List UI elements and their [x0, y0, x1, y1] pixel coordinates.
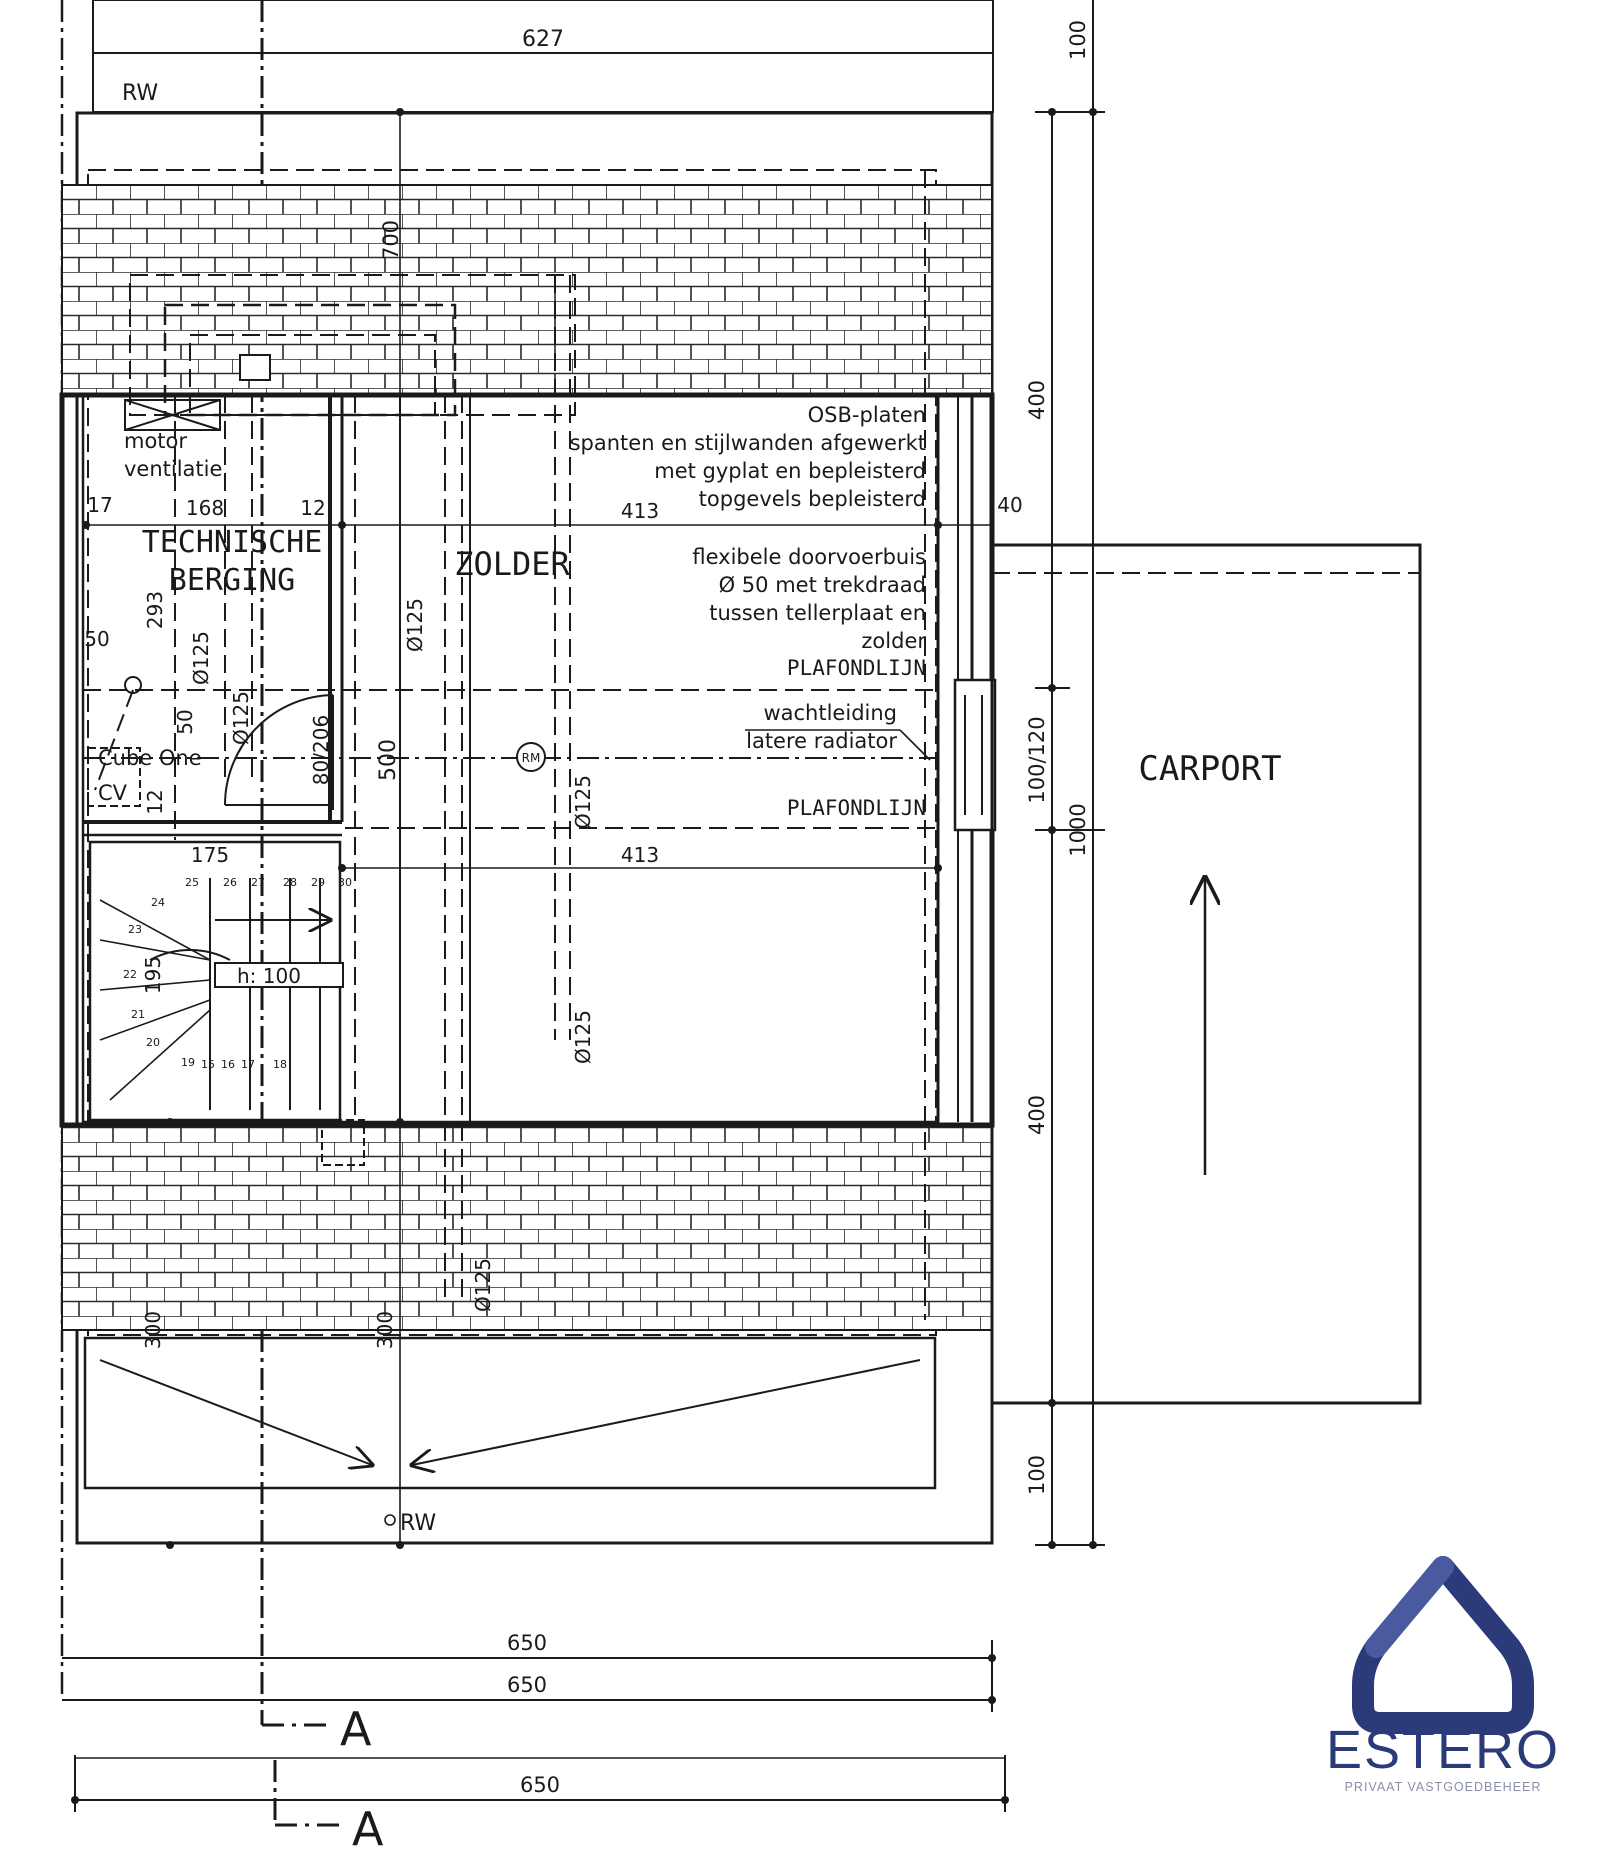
- brand-name: ESTERO: [1325, 1720, 1561, 1780]
- stair-h100-label: h: 100: [237, 964, 301, 988]
- step-29: 29: [311, 876, 325, 889]
- motor-ventilation: motor ventilatie: [124, 399, 222, 481]
- room-technische: TECHNISCHE: [142, 525, 323, 560]
- pipe-label-1: Ø125: [403, 598, 427, 652]
- dim-500: 500: [376, 739, 401, 781]
- motor-label-1: motor: [124, 429, 187, 453]
- dim-100-top: 100: [1066, 20, 1090, 60]
- dim-700: 700: [379, 220, 403, 260]
- dim-12-b: 12: [143, 789, 167, 814]
- step-21: 21: [131, 1008, 145, 1021]
- dim-293: 293: [143, 591, 167, 629]
- bottom-dimensions: 650 650 650: [62, 1631, 1009, 1812]
- step-18: 18: [273, 1058, 287, 1071]
- cube-one-unit: Cube One CV: [87, 676, 202, 807]
- top-dimension-627: 627: [92, 27, 994, 70]
- dim-40: 40: [997, 493, 1022, 517]
- bottom-eave: RW: [83, 1336, 937, 1536]
- section-label-a-2: A: [352, 1802, 384, 1856]
- roof-tiles-bottom: [61, 1124, 993, 1331]
- rain-water-top: RW: [92, 0, 994, 113]
- dim-1000: 1000: [1066, 803, 1090, 856]
- dim-400-bottom: 400: [1025, 1095, 1049, 1135]
- room-zolder: ZOLDER: [454, 545, 570, 583]
- dim-300-a: 300: [141, 1311, 165, 1349]
- dim-100-120: 100/120: [1025, 716, 1049, 803]
- shaft-dashed-outline: 700: [129, 220, 576, 417]
- dim-413-bottom: 413: [621, 843, 659, 867]
- step-23: 23: [128, 923, 142, 936]
- step-16: 16: [221, 1058, 235, 1071]
- attic-floor: [59, 108, 997, 1549]
- note-osb-1: OSB-platen: [808, 403, 926, 427]
- note-doorvoer-4: zolder: [861, 629, 926, 653]
- pipe-label-6: Ø125: [471, 1258, 495, 1312]
- estero-logo-icon: [1352, 1556, 1534, 1734]
- step-26: 26: [223, 876, 237, 889]
- note-doorvoer-1: flexibele doorvoerbuis: [692, 545, 926, 569]
- dim-650-c: 650: [520, 1773, 560, 1797]
- staircase: h: 100 15 16 17 18 19 20 21 22 23 24 25 …: [88, 840, 352, 1122]
- pipe-label-4: Ø125: [571, 775, 595, 829]
- note-osb-3: met gyplat en bepleisterd: [654, 459, 926, 483]
- room-berging: BERGING: [169, 563, 295, 598]
- shaft-box-bottom: [321, 1119, 365, 1166]
- dim-175: 175: [191, 843, 229, 867]
- dim-17: 17: [87, 493, 112, 517]
- step-27: 27: [251, 876, 265, 889]
- rw-label-bottom: RW: [400, 1511, 436, 1536]
- dim-12: 12: [300, 496, 325, 520]
- dim-80-206: 80/206: [309, 715, 333, 785]
- note-doorvoer-2: Ø 50 met trekdraad: [719, 573, 926, 597]
- construction-notes: OSB-platen spanten en stijlwanden afgewe…: [570, 403, 931, 820]
- pipe-label-2: Ø125: [189, 631, 213, 685]
- step-17: 17: [241, 1058, 255, 1071]
- rm-detector: RM: [516, 742, 546, 772]
- cube-one-label: Cube One: [98, 746, 202, 770]
- dim-168: 168: [186, 496, 224, 520]
- dim-400-top: 400: [1025, 380, 1049, 420]
- section-label-a: A: [340, 1702, 372, 1756]
- note-osb-4: topgevels bepleisterd: [699, 487, 926, 511]
- step-15: 15: [201, 1058, 215, 1071]
- note-plafondlijn-1: PLAFONDLIJN: [787, 656, 926, 680]
- motor-label-2: ventilatie: [124, 457, 222, 481]
- rw-label-top: RW: [122, 81, 158, 106]
- step-20: 20: [146, 1036, 160, 1049]
- brand-tagline: PRIVAAT VASTGOEDBEHEER: [1344, 1780, 1542, 1794]
- note-plafondlijn-2: PLAFONDLIJN: [787, 796, 926, 820]
- step-19: 19: [181, 1056, 195, 1069]
- note-wacht-1: wachtleiding: [763, 701, 897, 725]
- dim-627-label: 627: [522, 27, 564, 52]
- step-22: 22: [123, 968, 137, 981]
- cv-label: CV: [98, 781, 128, 805]
- step-24: 24: [151, 896, 165, 909]
- dim-300-b: 300: [373, 1311, 397, 1349]
- pipe-label-5: Ø125: [571, 1010, 595, 1064]
- step-28: 28: [283, 876, 297, 889]
- carport: CARPORT: [990, 543, 1422, 1405]
- dim-650-a: 650: [507, 1631, 547, 1655]
- note-wacht-2: latere radiator: [746, 729, 897, 753]
- dim-50-b: 50: [173, 709, 197, 734]
- right-dimensions: 100 400 100/120 1000 400 100: [1025, 0, 1105, 1549]
- room-carport: CARPORT: [1138, 749, 1281, 789]
- note-doorvoer-3: tussen tellerplaat en: [709, 601, 926, 625]
- roof-tiles-top: [61, 184, 993, 396]
- note-osb-2: spanten en stijlwanden afgewerkt: [570, 431, 926, 455]
- rm-label: RM: [522, 751, 541, 765]
- dim-50-a: 50: [84, 627, 109, 651]
- step-30: 30: [338, 876, 352, 889]
- ventilation-pipes: [174, 170, 926, 1320]
- dim-100-bottom: 100: [1025, 1455, 1049, 1495]
- dim-650-b: 650: [507, 1673, 547, 1697]
- dim-195: 195: [141, 956, 165, 994]
- door-swing: [224, 694, 334, 810]
- step-25: 25: [185, 876, 199, 889]
- dim-413-top: 413: [621, 499, 659, 523]
